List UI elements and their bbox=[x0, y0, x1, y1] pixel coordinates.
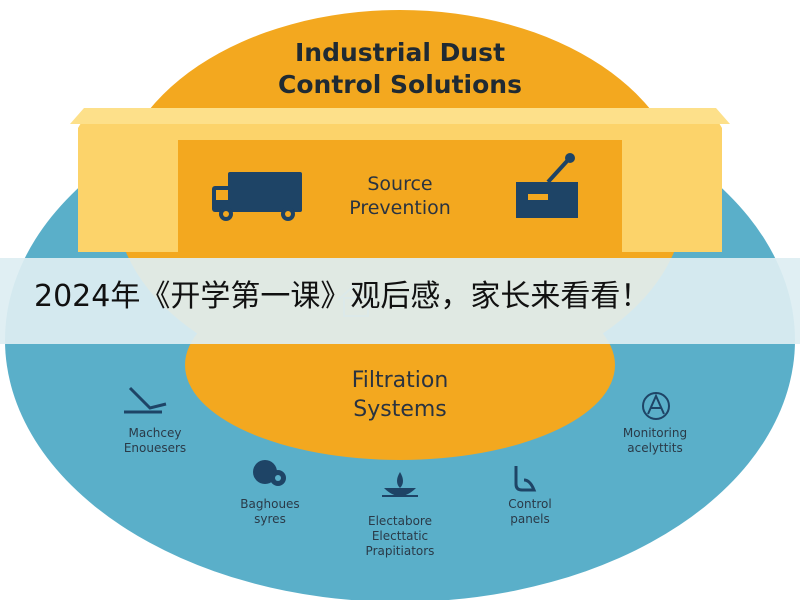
slab-top-face bbox=[70, 108, 730, 124]
machinery-label-line1: Machcey bbox=[128, 426, 182, 440]
overlay-banner bbox=[0, 258, 800, 344]
monitoring-label-line1: Monitoring bbox=[622, 426, 688, 440]
filtration-label-line2: Systems bbox=[353, 397, 447, 422]
source-label-line1: Source bbox=[367, 173, 433, 195]
control-box-icon bbox=[516, 153, 578, 218]
control-panels-label-line2: panels bbox=[510, 512, 550, 526]
conveyor-icon bbox=[124, 386, 167, 414]
baghouse-label-line2: syres bbox=[254, 512, 286, 526]
diagram-title-line2: Control Solutions bbox=[278, 70, 522, 99]
baghouse-label-line1: Baghoues bbox=[240, 497, 300, 511]
monitoring-label: Monitoring acelyttits bbox=[585, 426, 725, 456]
precipitator-label-line3: Prapitiators bbox=[365, 544, 435, 558]
truck-icon bbox=[212, 172, 302, 221]
filtration-label-line1: Filtration bbox=[351, 368, 449, 393]
monitoring-label-line2: acelyttits bbox=[627, 441, 683, 455]
precipitator-label-line2: Electtatic bbox=[371, 529, 429, 543]
control-panel-icon bbox=[514, 466, 537, 492]
monitor-a-icon bbox=[642, 392, 670, 420]
banner-headline[interactable]: 2024年《开学第一课》观后感，家长来看看！ bbox=[34, 279, 651, 314]
machinery-label: Machcey Enouesers bbox=[80, 426, 230, 456]
diagram-title-line1: Industrial Dust bbox=[294, 38, 506, 67]
machinery-label-line2: Enouesers bbox=[123, 441, 187, 455]
control-panels-label-line1: Control bbox=[508, 497, 552, 511]
source-label-line2: Prevention bbox=[349, 197, 451, 219]
precipitator-icon bbox=[382, 472, 418, 497]
precipitator-label: Electabore Electtatic Prapitiators bbox=[330, 514, 470, 559]
baghouse-icon bbox=[253, 460, 286, 486]
baghouse-label: Baghoues syres bbox=[205, 497, 335, 527]
control-panels-label: Control panels bbox=[470, 497, 590, 527]
precipitator-label-line1: Electabore bbox=[368, 514, 432, 528]
